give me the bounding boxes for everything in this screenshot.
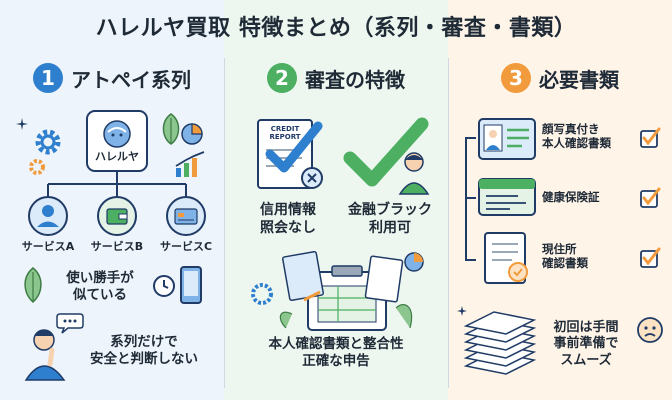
leaf-icon bbox=[24, 267, 42, 304]
pie-chart-icon bbox=[181, 123, 203, 145]
panel-header: 2 審査の特徴 bbox=[224, 60, 448, 96]
smartphone-icon bbox=[180, 266, 202, 304]
checkbox-checked-icon bbox=[640, 127, 661, 148]
service-label: サービスA bbox=[21, 240, 75, 253]
document-label: 顔写真付き 本人確認書類 bbox=[542, 122, 611, 151]
list-connector bbox=[465, 137, 476, 261]
point-text: 本人確認書類と整合性 正確な申告 bbox=[268, 336, 404, 369]
document-label: 健康保険証 bbox=[542, 190, 600, 204]
document-check-illustration bbox=[251, 250, 424, 331]
thinking-person-icon bbox=[24, 329, 66, 381]
speech-bubble-icon bbox=[56, 313, 84, 334]
tree-connector bbox=[47, 172, 187, 196]
leaf-icon bbox=[162, 113, 180, 145]
panel-documents: 3 必要書類 顔写真付き 本人確認書類 健 bbox=[448, 52, 672, 392]
step-number: 3 bbox=[501, 63, 531, 93]
bar-chart-icon bbox=[175, 151, 205, 177]
point-text: 使い勝手が 似ている bbox=[66, 270, 134, 303]
panel-header: 1 アトペイ系列 bbox=[0, 60, 224, 96]
panel-heading: アトペイ系列 bbox=[71, 67, 191, 92]
logo-text: ハレルヤ bbox=[95, 150, 139, 163]
step-number: 2 bbox=[267, 63, 297, 93]
paper-stack-icon bbox=[457, 306, 537, 375]
checkbox-checked-icon bbox=[640, 187, 661, 208]
report-label: CREDIT REPORT bbox=[269, 125, 301, 141]
panel-heading: 審査の特徴 bbox=[305, 67, 405, 92]
brand-logo bbox=[86, 110, 148, 172]
step-number: 1 bbox=[33, 63, 63, 93]
panel-affiliation: 1 アトペイ系列 ハレルヤ bbox=[0, 52, 224, 392]
card-icon bbox=[166, 196, 206, 236]
gear-icon bbox=[35, 129, 61, 155]
user-icon bbox=[28, 196, 68, 236]
panel-divider bbox=[448, 58, 449, 388]
panel-divider bbox=[224, 58, 225, 388]
photo-id-icon bbox=[478, 118, 536, 160]
point-text: 初回は手間 事前準備で スムーズ bbox=[553, 320, 619, 368]
feature-text: 金融ブラック 利用可 bbox=[348, 202, 432, 236]
wallet-icon bbox=[97, 196, 137, 236]
feature-text: 信用情報 照会なし bbox=[260, 202, 316, 236]
panel-heading: 必要書類 bbox=[539, 67, 619, 92]
panel-screening: 2 審査の特徴 CREDIT REPORT 信用情報 照会なし 金融ブラック bbox=[224, 52, 448, 392]
approval-check-icon bbox=[343, 117, 430, 195]
clock-icon bbox=[153, 275, 175, 297]
checkbox-checked-icon bbox=[640, 247, 661, 268]
insurance-card-icon bbox=[478, 178, 536, 216]
point-text: 系列だけで 安全と判断しない bbox=[90, 334, 198, 367]
credit-report-icon bbox=[257, 119, 323, 189]
sparkle-icon bbox=[16, 118, 28, 130]
panel-header: 3 必要書類 bbox=[448, 60, 672, 96]
gear-icon bbox=[29, 159, 45, 175]
page-title: ハレルヤ買取 特徴まとめ（系列・審査・書類） bbox=[95, 16, 577, 41]
address-document-icon bbox=[484, 232, 528, 284]
document-label: 現住所 確認書類 bbox=[542, 242, 588, 271]
worried-face-icon bbox=[637, 317, 663, 343]
service-label: サービスC bbox=[159, 240, 213, 253]
service-label: サービスB bbox=[90, 240, 144, 253]
